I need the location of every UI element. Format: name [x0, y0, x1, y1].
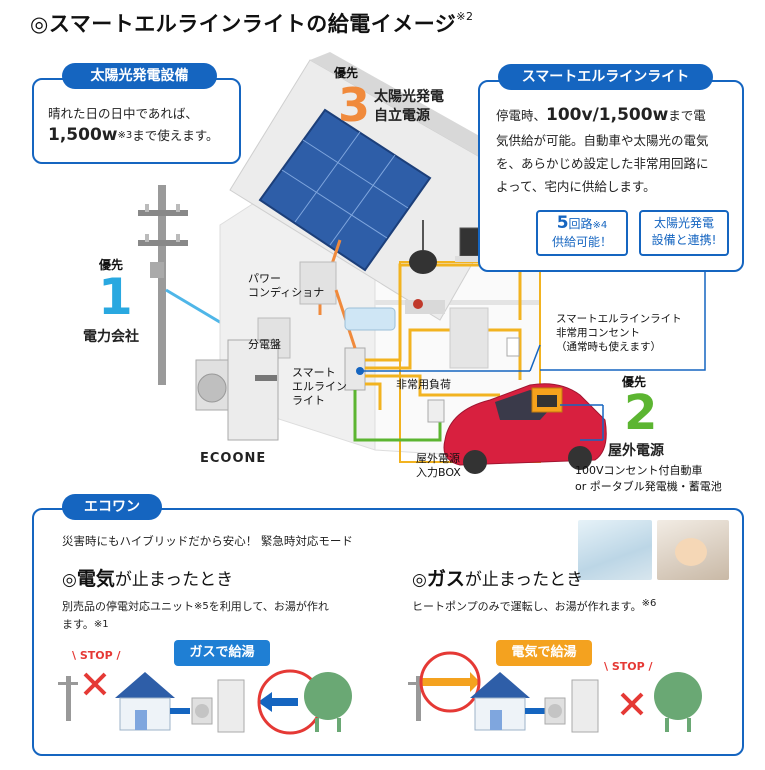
gas-title-key: ガス	[426, 568, 465, 590]
stop-cross-icon-right	[620, 692, 644, 716]
gas-supply-pill: ガスで給湯	[174, 640, 270, 666]
label-outlet-2: 非常用コンセント	[556, 327, 640, 339]
elec-desc-1: 別売品の停電対応ユニット	[62, 600, 194, 613]
stop-label-left: \ STOP /	[72, 649, 121, 662]
gas-title-rest: が止まったとき	[464, 570, 584, 590]
label-smart-el: スマート エルライン ライト	[292, 366, 347, 408]
label-outdoor-box: 屋外電源 入力BOX	[416, 452, 461, 480]
priority3-label: 優先	[334, 66, 359, 80]
label-outlet: スマートエルラインライト 非常用コンセント （通常時も使えます）	[556, 312, 682, 354]
priority2-desc2: or ポータブル発電機・蓄電池	[575, 480, 722, 493]
priority3-name2: 自立電源	[374, 108, 430, 124]
label-breaker: 分電盤	[248, 338, 281, 351]
smart-line2: 気供給が可能。自動車や太陽光の電気	[496, 133, 709, 148]
smart-badge-circuits: 5回路※4 供給可能！	[536, 210, 628, 256]
label-smart-el-1: スマート	[292, 366, 336, 379]
stop-label-right: \ STOP /	[604, 660, 653, 673]
label-outdoor-box-2: 入力BOX	[416, 466, 461, 479]
label-outlet-3: （通常時も使えます）	[556, 341, 661, 353]
elec-desc-2: を利用して、お湯が作れ	[208, 600, 329, 613]
gas-stop-title: ◎ガスが止まったとき	[412, 564, 583, 591]
label-outdoor-box-1: 屋外電源	[416, 452, 460, 465]
gas-desc: ヒートポンプのみで運転し、お湯が作れます。※6	[412, 598, 656, 614]
ecowan-intro: 災害時にもハイブリッドだから安心！ 緊急時対応モード	[62, 534, 353, 548]
solar-line2: 1,500w※3まで使えます。	[48, 124, 219, 147]
elec-desc-3: ます。	[62, 618, 94, 631]
smart-tag: スマートエルラインライト	[498, 64, 713, 90]
smart-value: 100v/1,500w	[546, 105, 669, 125]
smart-pre: 停電時、	[496, 108, 547, 123]
label-power-conditioner-1: パワー	[248, 272, 281, 285]
stop-text-left: STOP	[79, 649, 113, 662]
label-outlet-1: スマートエルラインライト	[556, 313, 682, 325]
priority2-label: 優先	[622, 375, 647, 389]
priority3-number: 3	[338, 78, 371, 132]
ecoone-unit-icon	[195, 339, 279, 441]
ecowan-diagrams	[58, 651, 702, 735]
generator-icon	[531, 387, 563, 413]
stop-text-right: STOP	[611, 660, 645, 673]
gas-desc-text: ヒートポンプのみで運転し、お湯が作れます。	[412, 600, 642, 613]
label-power-conditioner: パワー コンディショナ	[248, 272, 324, 300]
label-smart-el-3: ライト	[292, 394, 325, 407]
smart-badge-solar: 太陽光発電 設備と連携!	[639, 210, 729, 256]
badge1-a: 回路	[568, 217, 593, 231]
priority1-label: 優先	[99, 258, 124, 272]
badge1-note: ※4	[592, 220, 608, 231]
stop-cross-icon-left	[83, 672, 107, 696]
solar-line1: 晴れた日の日中であれば、	[48, 106, 198, 121]
elec-title-key: 電気	[76, 568, 115, 590]
ecowan-tag: エコワン	[62, 494, 162, 520]
elec-note5: ※5	[194, 601, 209, 612]
elec-title-rest: が止まったとき	[114, 570, 234, 590]
priority1-name: 電力会社	[83, 329, 139, 345]
elec-desc: 別売品の停電対応ユニット※5を利用して、お湯が作れ ます。※1	[62, 598, 329, 634]
elec-note1: ※1	[93, 619, 109, 630]
elec-stop-title: ◎電気が止まったとき	[62, 564, 233, 591]
label-smart-el-2: エルライン	[292, 380, 347, 393]
badge1-num: 5	[556, 213, 569, 233]
title-note: ※2	[456, 10, 474, 23]
label-ecoone: ECOONE	[200, 451, 267, 466]
smart-post1: まで電	[668, 108, 706, 123]
solar-note: ※3	[117, 130, 133, 141]
right-diagram	[408, 651, 702, 733]
house-illustration	[138, 52, 706, 474]
smart-line1: 停電時、100v/1,500wまで電	[496, 104, 706, 127]
page-title: ◎スマートエルラインライトの給電イメージ※2	[30, 10, 474, 36]
gas-note6: ※6	[641, 598, 657, 609]
bathtub-photo	[578, 520, 652, 580]
solar-suffix: まで使えます。	[132, 128, 219, 143]
priority2-number: 2	[624, 385, 658, 441]
badge1-b: 供給可能！	[551, 235, 612, 249]
badge2-a: 太陽光発電	[653, 216, 714, 230]
solar-info-box	[32, 78, 241, 164]
label-emergency-load: 非常用負荷	[396, 378, 451, 391]
priority2-desc1: 100Vコンセント付自動車	[575, 464, 703, 477]
left-diagram	[58, 669, 352, 735]
utility-pole-icon	[138, 185, 188, 385]
washing-photo	[657, 520, 729, 580]
elec-title-mark: ◎	[62, 570, 77, 590]
label-power-conditioner-2: コンディショナ	[248, 286, 325, 299]
smart-line4: よって、宅内に供給します。	[496, 179, 656, 194]
priority3-name1: 太陽光発電	[374, 89, 444, 105]
gas-title-mark: ◎	[412, 570, 427, 590]
priority2-name: 屋外電源	[608, 443, 664, 459]
solar-value: 1,500w	[48, 125, 118, 145]
priority1-number: 1	[98, 268, 133, 326]
solar-panel-icon	[258, 108, 432, 272]
badge2-b: 設備と連携!	[651, 233, 717, 247]
elec-supply-pill: 電気で給湯	[496, 640, 592, 666]
solar-tag: 太陽光発電設備	[62, 63, 217, 89]
smart-line3: を、あらかじめ設定した非常用回路に	[496, 156, 709, 171]
